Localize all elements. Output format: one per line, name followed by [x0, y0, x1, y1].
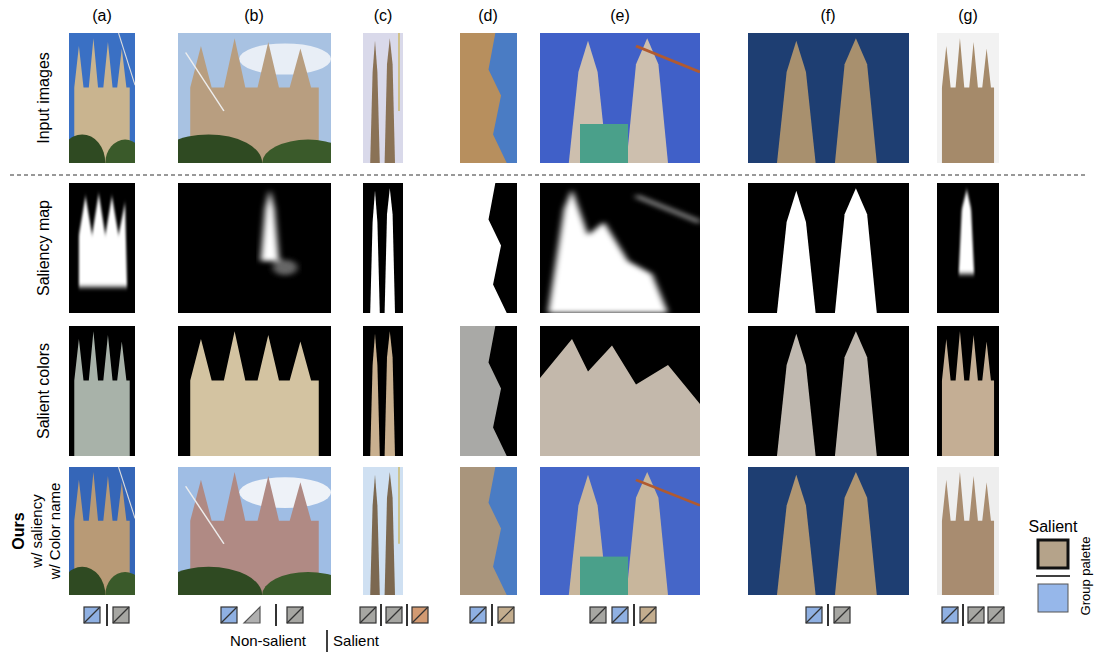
row-label: Saliency map: [35, 200, 53, 296]
input-images-row: [59, 33, 999, 192]
row-label: Ours: [10, 512, 28, 549]
row-label: Salient colors: [35, 343, 53, 439]
column-label: (e): [610, 7, 630, 25]
column-label: (b): [244, 7, 264, 25]
row-label: w/ saliency: [29, 494, 46, 567]
key-label: Group palette: [1079, 537, 1093, 616]
column-label: (g): [958, 7, 978, 25]
row-label: w/ Color name: [47, 483, 64, 580]
column-label: (a): [92, 7, 112, 25]
row-label: Input images: [35, 52, 53, 144]
column-label: (f): [820, 7, 835, 25]
separator-bar: [326, 630, 328, 652]
palette-swatches: [84, 604, 1004, 626]
ours-result-row: [59, 467, 999, 623]
salient-colors-row: [69, 326, 999, 456]
group-label: Salient: [333, 633, 379, 650]
saliency-map-row: [69, 183, 999, 313]
dashed-separator: [10, 175, 1088, 176]
column-label: (c): [374, 7, 393, 25]
key-label: Salient: [1029, 518, 1078, 536]
column-label: (d): [478, 7, 498, 25]
group-label: Non-salient: [230, 633, 306, 650]
palette-key: [1036, 540, 1070, 612]
